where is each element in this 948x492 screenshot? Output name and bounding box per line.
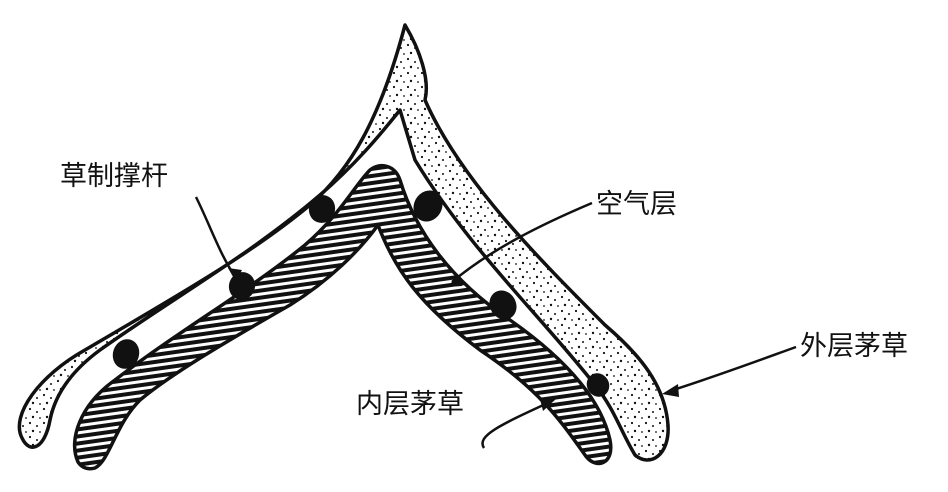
strut-node [489, 290, 517, 320]
label-outer-thatch: 外层茅草 [800, 331, 908, 362]
arrowhead-strut [228, 268, 242, 282]
label-inner-thatch: 内层茅草 [356, 389, 464, 420]
inner-thatch-layer [72, 163, 613, 471]
arrowhead-outer-thatch [662, 384, 679, 397]
leader-air-layer [451, 201, 593, 283]
label-air-layer: 空气层 [596, 189, 677, 220]
strut-node [413, 190, 443, 222]
label-straw-strut: 草制撑杆 [60, 161, 168, 192]
leader-outer-thatch [669, 345, 797, 393]
leader-strut [194, 196, 238, 279]
leader-inner-thatch [481, 400, 551, 449]
strut-node [586, 373, 610, 397]
strut-node [308, 195, 336, 223]
arrowhead-air-layer [447, 274, 462, 287]
arrowhead-inner-thatch [540, 399, 556, 411]
strut-node [112, 339, 140, 369]
